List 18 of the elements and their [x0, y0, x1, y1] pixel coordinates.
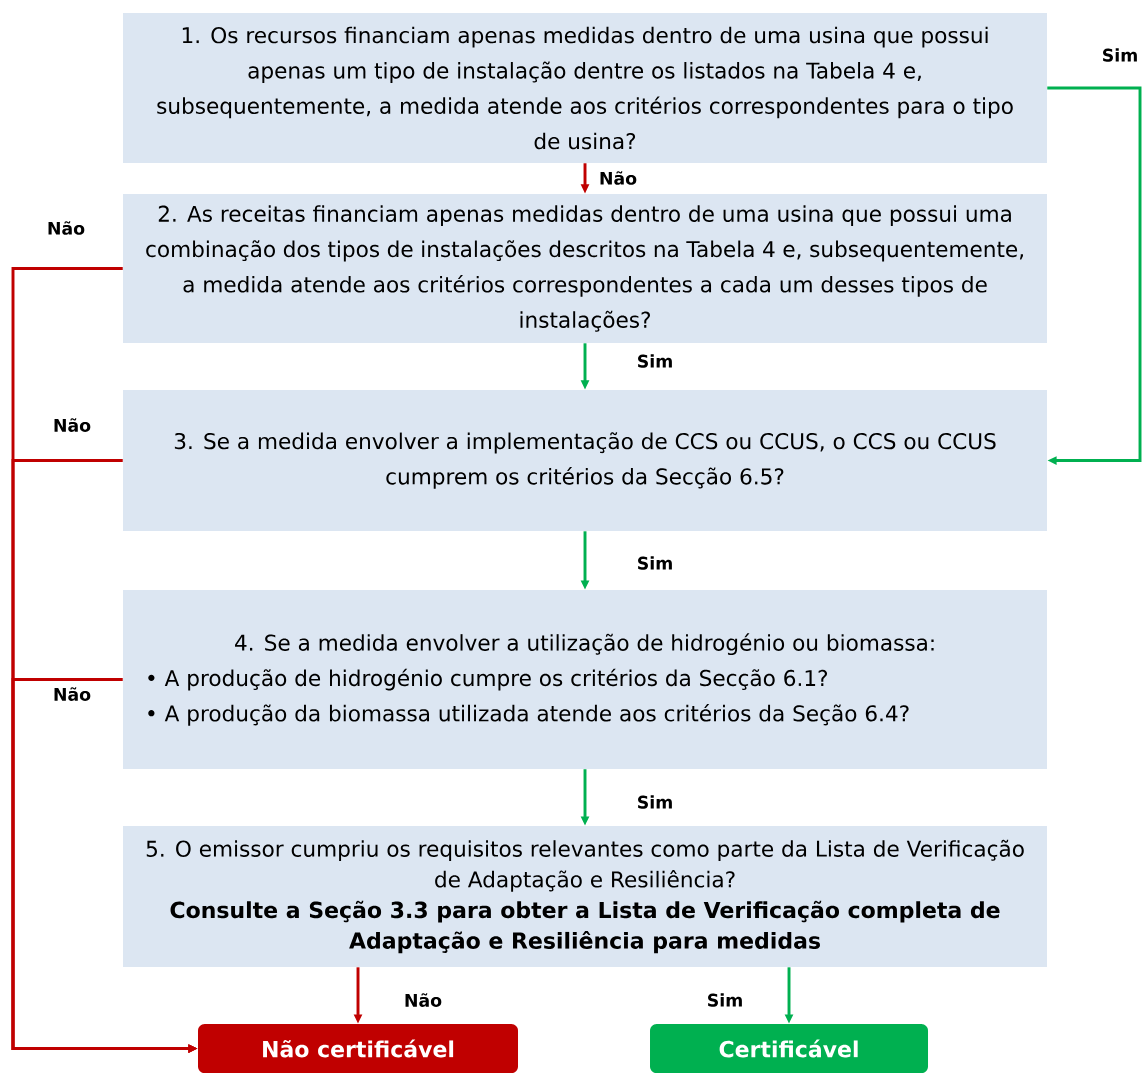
question-box: 3. Se a medida envolver a implementação de CCS ou CCUS, o CCS ou CCUS cumprem os critérios da Secção 6.5?	[123, 389, 1047, 532]
edge-label: Não	[50, 685, 94, 703]
edge-label: Não	[401, 991, 445, 1009]
arrow	[1047, 86, 1142, 465]
result-box: Certificável	[650, 1024, 928, 1074]
edge-label: Sim	[1099, 46, 1141, 64]
edge-label: Não	[44, 219, 88, 237]
result-box: Não certificável	[198, 1024, 518, 1074]
edge-label: Sim	[634, 554, 676, 572]
question-box: 4. Se a medida envolver a utilização de hidrogénio ou biomassa: • A produção de hidrogénio cumpre os critérios da Secção 6.1? • A produção da biomassa utilizada atende aos critérios da Seção 6.4?	[123, 590, 1047, 769]
edge-label: Sim	[634, 352, 676, 370]
question-box: 2. As receitas financiam apenas medidas dentro de uma usina que possui uma combinação dos tipos de instalações descritos na Tabela 4 e, subsequentemente, a medida atende aos critérios correspondentes a cada um desses tipos de instalações?	[123, 193, 1047, 344]
edge-label: Sim	[634, 793, 676, 811]
question-box: 5. O emissor cumpriu os requisitos relevantes como parte da Lista de Verificação de Adaptação e Resiliência? Consulte a Seção 3.3 para obter a Lista de Verificação completa de Adaptação e Resiliência para medidas	[123, 826, 1047, 968]
edge-label: Sim	[704, 991, 746, 1009]
edge-label: Não	[596, 169, 640, 187]
question-box: 1. Os recursos financiam apenas medidas dentro de uma usina que possui apenas um tipo de instalação dentre os listados na Tabela 4 e, subsequentemente, a medida atende aos critérios correspondentes para o tipo de usina?	[123, 13, 1047, 163]
edge-label: Não	[50, 416, 94, 434]
